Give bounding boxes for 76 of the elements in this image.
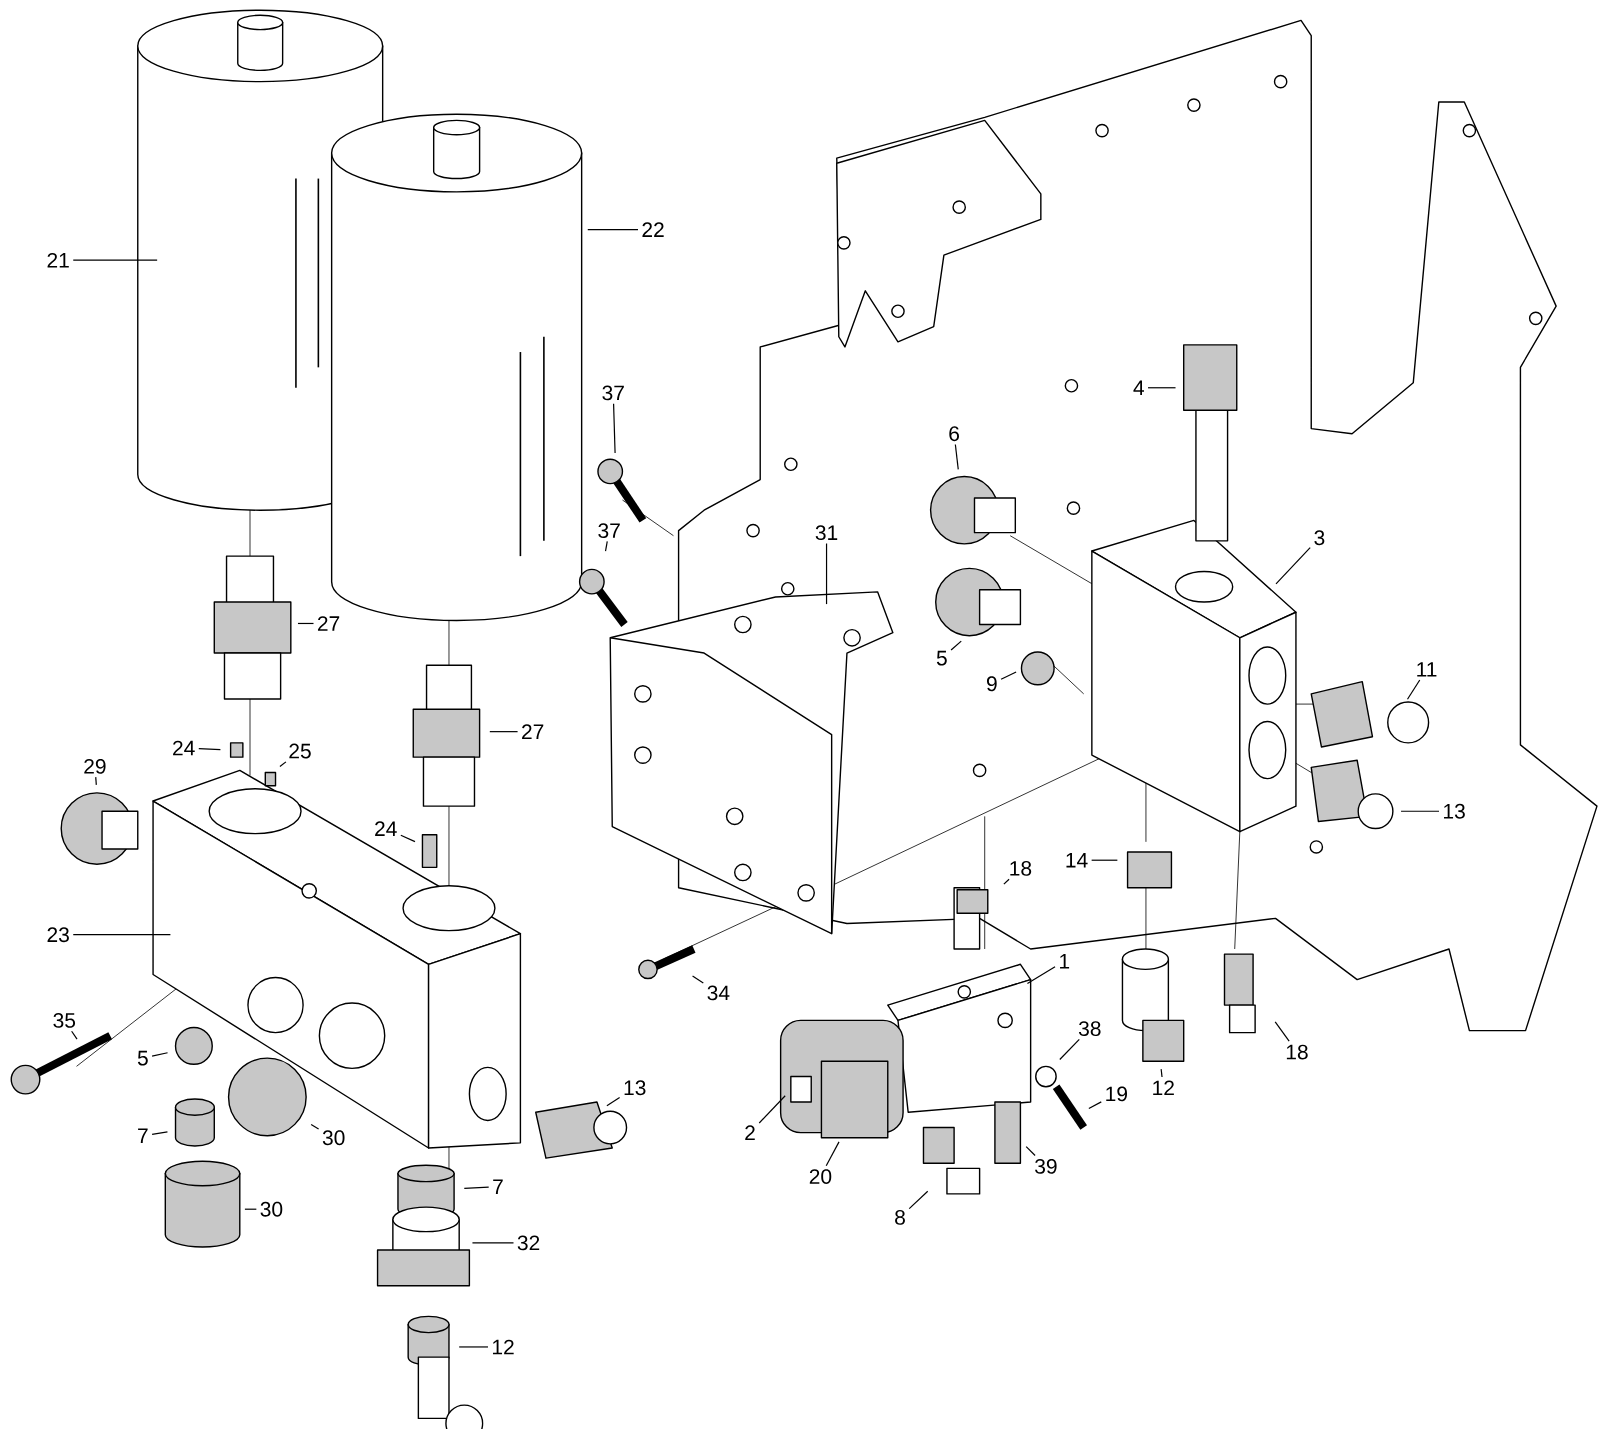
leader-line [1275,547,1311,585]
leader-line [1400,810,1440,812]
leader-line [587,229,639,231]
leader-line [279,761,287,768]
leader-line [95,776,97,786]
leader-line [950,640,962,651]
callout-number: 6 [945,423,963,445]
callout-number: 7 [489,1176,507,1197]
leader-line [825,542,828,605]
leader-line [1059,1038,1080,1061]
leader-line [606,1096,621,1107]
callout-number: 38 [1075,1018,1105,1039]
callout-number: 5 [134,1047,152,1069]
callout-number: 18 [1282,1041,1312,1063]
callout-number: 2 [741,1122,759,1143]
leader-line [72,934,171,936]
callout-number: 39 [1031,1155,1061,1177]
callout-number: 13 [1439,800,1469,822]
leader-line [954,443,959,471]
leader-line [458,1346,489,1348]
leader-line [1088,1101,1102,1110]
leader-line [1406,679,1421,700]
leader-line [1003,878,1010,885]
leader-line [244,1208,257,1210]
callout-number: 25 [285,740,315,762]
callout-number: 5 [933,647,951,669]
callout-number: 11 [1412,659,1441,680]
leader-line [691,975,704,984]
leader-line [1026,966,1056,985]
callout-number: 31 [811,522,842,544]
callout-number: 1 [1055,951,1074,972]
callout-number: 35 [49,1010,79,1031]
leader-line [758,1095,786,1124]
callout-number: 37 [594,520,624,542]
leader-line [1160,1068,1163,1078]
leader-line [604,540,608,552]
callout-number: 30 [319,1127,349,1149]
callout-number: 27 [313,613,344,634]
leader-line [1000,671,1017,680]
callout-number: 23 [43,924,73,946]
callout-number: 34 [703,982,734,1004]
callout-number: 29 [80,755,110,777]
leader-line [471,1242,515,1244]
leader-line [151,1131,169,1135]
callout-number: 19 [1101,1083,1131,1105]
leader-line [71,1030,78,1040]
callout-number: 12 [1148,1077,1178,1099]
callout-number: 24 [371,818,401,839]
callout-number: 7 [134,1125,152,1146]
callout-number: 24 [169,737,199,759]
leader-line [400,834,416,843]
callout-number: 32 [513,1232,544,1254]
callout-number: 12 [488,1336,518,1358]
leader-line [463,1186,490,1189]
leader-line [1025,1146,1036,1157]
callout-number: 8 [891,1206,909,1228]
callout-number: 30 [256,1198,287,1220]
callout-number: 27 [518,721,548,742]
leader-line [825,1141,840,1167]
callout-number: 20 [805,1166,836,1187]
callout-number: 22 [638,219,668,240]
callout-number: 37 [598,382,628,404]
callout-number: 21 [43,249,73,271]
leader-line [489,731,519,733]
leader-line [1147,387,1177,389]
leader-line [310,1123,320,1130]
leader-line [198,748,222,751]
callout-number: 9 [983,673,1001,695]
callout-number: 13 [620,1077,650,1099]
leader-line [613,403,616,454]
leader-line [151,1052,169,1057]
leader-line [1091,859,1118,861]
leader-line [908,1190,929,1210]
leader-line [297,622,315,625]
leader-line [72,259,158,261]
leader-line [1274,1021,1290,1042]
